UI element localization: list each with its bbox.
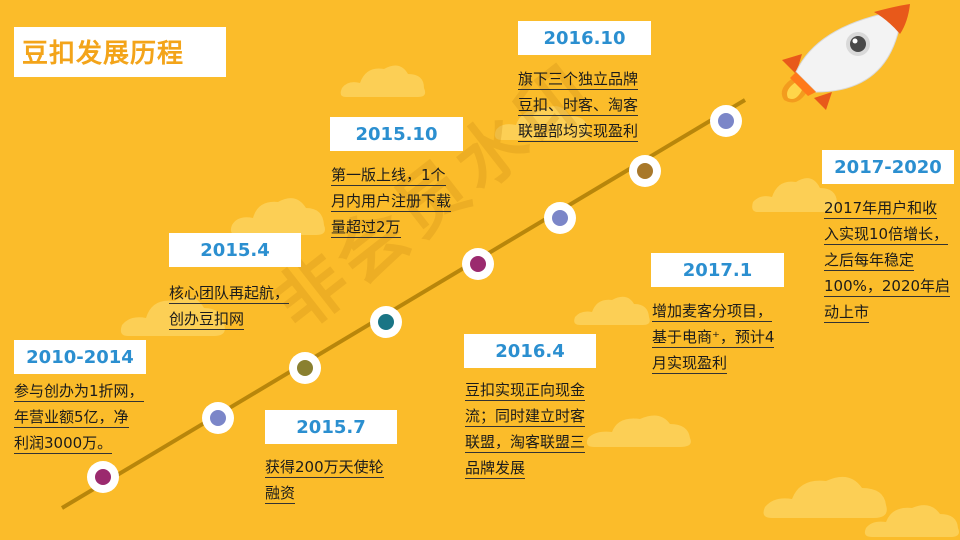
desc-line: 参与创办为1折网， — [14, 382, 144, 402]
timeline-dot-center — [297, 360, 313, 376]
desc-line: 品牌发展 — [465, 459, 526, 479]
timeline-dot-center — [637, 163, 653, 179]
desc-line: 之后每年稳定 — [824, 251, 915, 271]
milestone-date: 2015.4 — [200, 239, 270, 261]
milestone-2016-4-label-box: 2016.4 — [464, 334, 596, 368]
desc-line: 月实现盈利 — [652, 354, 728, 374]
timeline-dot-center — [470, 256, 486, 272]
desc-line: 利润3000万。 — [14, 434, 113, 454]
milestone-2017-2020-description: 2017年用户和收 入实现10倍增长， 之后每年稳定 100%，2020年启 动… — [824, 195, 951, 325]
milestone-2017-2020-label-box: 2017-2020 — [822, 150, 954, 184]
milestone-date: 2016.10 — [543, 27, 626, 49]
milestone-date: 2017.1 — [682, 259, 753, 281]
milestone-date: 2017-2020 — [834, 156, 942, 178]
milestone-2015-7-label-box: 2015.7 — [265, 410, 397, 444]
desc-line: 融资 — [265, 484, 296, 504]
timeline-dots — [87, 105, 742, 493]
milestone-2016-10-description: 旗下三个独立品牌 豆扣、时客、淘客 联盟部均实现盈利 — [518, 66, 639, 144]
cloud-decoration — [120, 296, 225, 336]
cloud-decoration — [763, 476, 887, 518]
timeline-dot-center — [718, 113, 734, 129]
desc-line: 2017年用户和收 — [824, 199, 938, 219]
desc-line: 获得200万天使轮 — [265, 458, 384, 478]
desc-line: 入实现10倍增长， — [824, 225, 949, 245]
milestone-2015-10-label-box: 2015.10 — [330, 117, 463, 151]
cloud-decoration — [586, 415, 691, 447]
milestone-2016-10-label-box: 2016.10 — [518, 21, 651, 55]
desc-line: 联盟，淘客联盟三 — [465, 433, 586, 453]
milestone-date: 2015.10 — [355, 123, 438, 145]
milestone-2010-2014-description: 参与创办为1折网， 年营业额5亿，净 利润3000万。 — [14, 378, 144, 456]
milestone-date: 2010-2014 — [26, 346, 134, 368]
desc-line: 流；同时建立时客 — [465, 407, 586, 427]
cloud-decoration — [230, 198, 325, 235]
timeline-dot-center — [552, 210, 568, 226]
desc-line: 动上市 — [824, 303, 870, 323]
cloud-decoration — [574, 296, 650, 325]
desc-line: 年营业额5亿，净 — [14, 408, 129, 428]
milestone-2010-2014-label-box: 2010-2014 — [14, 340, 146, 374]
cloud-decoration — [340, 65, 426, 97]
cloud-decoration — [494, 106, 589, 140]
desc-line: 旗下三个独立品牌 — [518, 70, 639, 90]
milestone-2015-10-description: 第一版上线，1个 月内用户注册下载 量超过2万 — [331, 162, 452, 240]
cloud-decoration — [752, 178, 838, 212]
milestone-date: 2016.4 — [495, 340, 565, 362]
title-box: 豆扣发展历程 — [14, 27, 226, 77]
desc-line: 增加麦客分项目， — [652, 302, 773, 322]
desc-line: 第一版上线，1个 — [331, 166, 446, 186]
desc-line: 基于电商⁺，预计4 — [652, 328, 775, 348]
milestone-2016-4-description: 豆扣实现正向现金 流；同时建立时客 联盟，淘客联盟三 品牌发展 — [465, 377, 586, 481]
timeline-dot-center — [210, 410, 226, 426]
milestone-2015-4-description: 核心团队再起航， 创办豆扣网 — [169, 280, 290, 332]
desc-line: 核心团队再起航， — [169, 284, 290, 304]
milestone-2015-4-label-box: 2015.4 — [169, 233, 301, 267]
cloud-decoration — [864, 505, 959, 537]
desc-line: 100%，2020年启 — [824, 277, 951, 297]
desc-line: 创办豆扣网 — [169, 310, 245, 330]
timeline-dot-center — [95, 469, 111, 485]
desc-line: 豆扣实现正向现金 — [465, 381, 586, 401]
milestone-2015-7-description: 获得200万天使轮 融资 — [265, 454, 384, 506]
desc-line: 月内用户注册下载 — [331, 192, 452, 212]
timeline-dot-center — [378, 314, 394, 330]
milestone-2017-1-label-box: 2017.1 — [651, 253, 784, 287]
desc-line: 量超过2万 — [331, 218, 401, 238]
desc-line: 豆扣、时客、淘客 — [518, 96, 639, 116]
milestone-2017-1-description: 增加麦客分项目， 基于电商⁺，预计4 月实现盈利 — [652, 298, 775, 376]
rocket-illustration — [781, 4, 910, 110]
desc-line: 联盟部均实现盈利 — [518, 122, 639, 142]
page-title: 豆扣发展历程 — [22, 39, 185, 69]
milestone-date: 2015.7 — [296, 416, 366, 438]
